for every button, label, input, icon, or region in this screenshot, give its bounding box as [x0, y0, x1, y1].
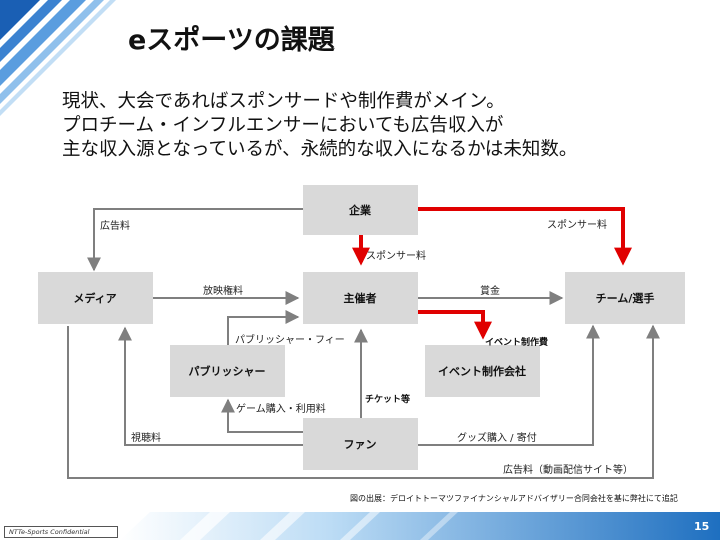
- node-publisher: [170, 345, 285, 397]
- body-text: 現状、大会であればスポンサードや制作費がメイン。 プロチーム・インフルエンサーに…: [62, 90, 702, 162]
- edge-label-publisher-fee: パブリッシャー・フィー: [235, 333, 345, 346]
- top-left-stripes: [0, 0, 116, 116]
- arrow-fan-team: [418, 324, 600, 446]
- confidential-label: NTTe-Sports Confidential: [4, 526, 118, 538]
- arrow-fan-publisher: [221, 398, 303, 433]
- edge-label-sponsor-team: スポンサー料: [547, 218, 607, 231]
- slide-title: eスポーツの課題: [128, 25, 335, 56]
- node-media: [38, 272, 153, 324]
- label-media: メディア: [73, 291, 116, 305]
- source-note: 図の出展：デロイトトーマツファイナンシャルアドバイザリー合同会社を基に弊社にて追…: [350, 494, 678, 503]
- edge-label-video-ad: 広告料（動画配信サイト等）: [503, 463, 633, 476]
- red-arrows: [352, 207, 632, 340]
- body-line-2: プロチーム・インフルエンサーにおいても広告収入が: [62, 115, 504, 136]
- node-organizer: [303, 272, 418, 324]
- label-team: チーム/選手: [596, 291, 655, 305]
- page-number: 15: [694, 520, 710, 533]
- red-arrow-organizer-event: [418, 310, 492, 340]
- node-fan: [303, 418, 418, 470]
- label-event-company: イベント制作会社: [438, 364, 526, 378]
- arrow-fan-media: [118, 326, 303, 446]
- edge-label-event-production-fee: イベント制作費: [485, 336, 548, 348]
- label-organizer: 主催者: [344, 291, 377, 305]
- edge-label-sponsor-organizer: スポンサー料: [366, 249, 426, 262]
- gray-arrows: [67, 208, 660, 479]
- arrow-publisher-organizer: [227, 310, 300, 345]
- bottom-band: [120, 512, 720, 540]
- edge-labels: 広告料 スポンサー料 スポンサー料 放映権料 賞金 パブリッシャー・フィー イベ…: [100, 218, 633, 476]
- node-event-company: [425, 345, 540, 397]
- arrow-company-media: [87, 208, 303, 272]
- arrow-video-ad-loop: [67, 324, 660, 479]
- label-fan: ファン: [344, 438, 377, 451]
- edge-label-broadcast-rights: 放映権料: [203, 284, 243, 297]
- node-labels: 企業 メディア 主催者 チーム/選手 パブリッシャー イベント制作会社 ファン: [73, 203, 654, 451]
- body-line-1: 現状、大会であればスポンサードや制作費がメイン。: [62, 91, 505, 112]
- diagram-nodes: [38, 185, 685, 470]
- label-publisher: パブリッシャー: [189, 364, 266, 378]
- edge-label-game-purchase: ゲーム購入・利用料: [236, 402, 326, 415]
- edge-label-viewing-fee: 視聴料: [131, 431, 161, 444]
- node-company: [303, 185, 418, 235]
- edge-label-goods: グッズ購入 / 寄付: [457, 431, 537, 444]
- edge-label-prize: 賞金: [480, 284, 500, 297]
- edge-label-ad-fee: 広告料: [100, 219, 130, 232]
- edge-label-ticket: チケット等: [365, 393, 410, 405]
- red-arrow-company-team: [418, 207, 632, 266]
- body-line-3: 主な収入源となっているが、永続的な収入になるかは未知数。: [62, 139, 578, 160]
- node-team: [565, 272, 685, 324]
- label-company: 企業: [348, 203, 372, 217]
